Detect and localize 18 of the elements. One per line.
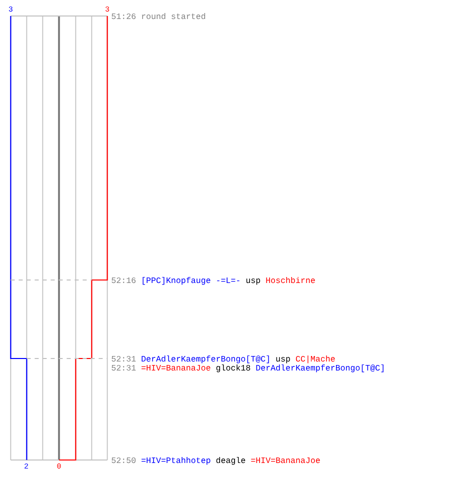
player-name: =HIV=BananaJoe [251,458,320,464]
weapon-name: glock18 [216,364,250,372]
player-name: Hoschbirne [266,277,315,284]
time-label: 51:26 [112,13,136,20]
player-name: DerAdlerKaempferBongo[T@C] [256,364,384,372]
weapon-name: usp [246,278,260,285]
weapon-name: usp [276,357,290,364]
player-name: DerAdlerKaempferBongo[T@C] [142,356,269,364]
player-name: =HIV=Ptahhotep [142,457,210,465]
player-name: =HIV=BananaJoe [142,365,210,371]
status-text: round started [142,12,206,20]
weapon-name: deagle [216,457,246,465]
time-label: 52:31 [112,356,136,362]
time-label: 52:31 [112,364,136,371]
time-label: 52:50 [112,457,136,464]
time-label: 52:16 [112,277,136,284]
player-name: CC|Mache [296,356,335,364]
player-name: [PPC]Knopfauge -=L=- [142,277,240,285]
